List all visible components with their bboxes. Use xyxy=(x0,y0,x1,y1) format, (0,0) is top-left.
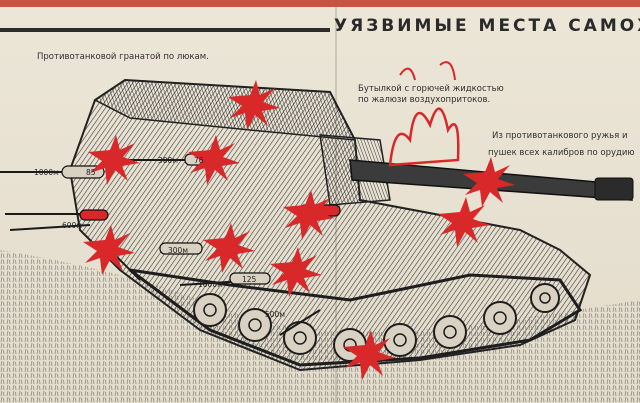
caption-rifle-line1: Из противотанкового ружья и xyxy=(492,131,628,141)
road-wheels xyxy=(193,283,560,362)
caption-bottle-line2: по жалюзи воздухопритоков. xyxy=(358,95,491,105)
muzzle-brake xyxy=(594,177,634,201)
title-rule xyxy=(0,28,330,32)
range-label: 300м xyxy=(158,156,178,165)
range-label: 125 xyxy=(242,275,257,284)
range-label: 1000м xyxy=(34,168,59,177)
range-label: 300м xyxy=(168,246,188,255)
caption-bottle-line1: Бутылкой с горючей жидкостью xyxy=(358,84,504,94)
flame-wisps xyxy=(399,61,456,81)
caption-rifle-line2: пушек всех калибров по орудию xyxy=(488,148,635,158)
track xyxy=(129,268,583,367)
range-label: 76 xyxy=(194,156,204,165)
top-red-border xyxy=(0,0,640,7)
poster-title: УЯЗВИМЫЕ МЕСТА САМОХ xyxy=(334,16,640,36)
range-label: 1000м xyxy=(198,280,223,289)
caption-grenade: Противотанковой гранатой по люкам. xyxy=(37,52,209,62)
impact-explosions xyxy=(83,80,515,380)
flame-fire xyxy=(388,107,460,167)
range-label: 500м xyxy=(265,310,285,319)
range-label: 600м xyxy=(62,221,82,230)
range-label: 85 xyxy=(86,168,96,177)
